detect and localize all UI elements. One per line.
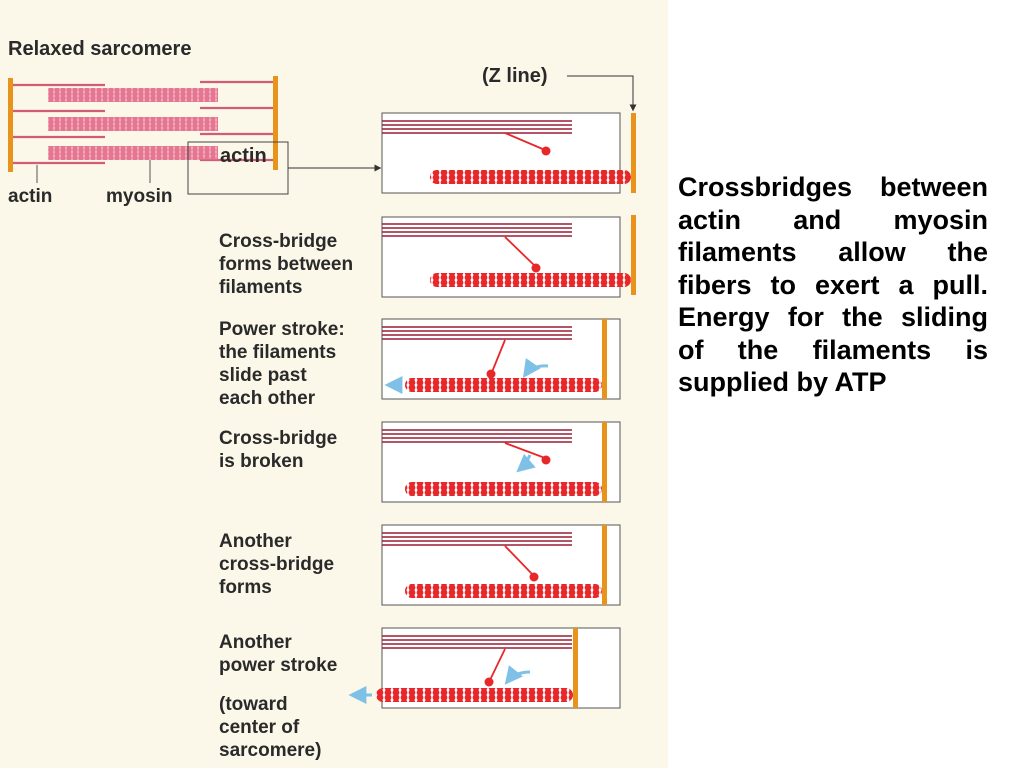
panel-another-power-stroke [348, 627, 621, 709]
step-label-crossbridge-broken: Cross-bridge is broken [219, 428, 338, 472]
figure-panel: Relaxed sarcomere (Z line) actin actin m… [0, 0, 668, 768]
panel-crossbridge-forms [381, 215, 636, 298]
description-text: Crossbridges between actin and myosin fi… [678, 172, 988, 397]
step-label-another-power-stroke: Another power stroke [219, 632, 338, 676]
panel-power-stroke [381, 318, 621, 400]
zoom-callout [187, 75, 637, 195]
actin-label: actin [8, 186, 53, 207]
z-line [602, 422, 607, 502]
panel-another-crossbridge [381, 524, 621, 606]
z-line [602, 525, 607, 605]
z-line [631, 113, 636, 193]
zoom-actin-label: actin [220, 145, 267, 167]
step-label-crossbridge-forms: Cross-bridge forms between filaments [219, 231, 354, 298]
figure-title: Relaxed sarcomere [8, 38, 192, 60]
z-line-left [8, 78, 13, 172]
z-line [602, 319, 607, 399]
myosin-label: myosin [106, 186, 173, 207]
relaxed-sarcomere [8, 76, 278, 183]
direction-note: (toward center of sarcomere) [219, 694, 322, 761]
actin-filaments-relaxed [13, 80, 273, 165]
panel-crossbridge-broken [381, 421, 621, 503]
step-label-another-crossbridge: Another cross-bridge forms [219, 531, 335, 598]
myosin-filaments-relaxed [48, 88, 218, 160]
panel-resting [381, 112, 636, 194]
sarcomere-diagram [8, 75, 637, 709]
step-label-power-stroke: Power stroke: the filaments slide past e… [219, 319, 345, 409]
z-line-label: (Z line) [482, 65, 548, 87]
z-line [631, 215, 636, 295]
z-line-right [273, 76, 278, 170]
z-line [573, 628, 578, 708]
